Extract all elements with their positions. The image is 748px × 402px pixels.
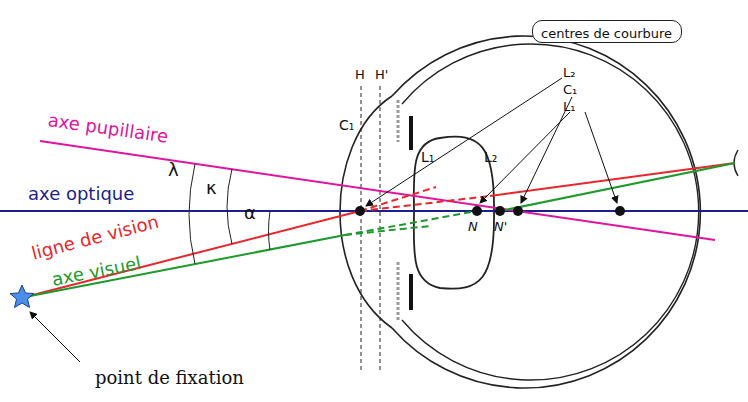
point-label: N xyxy=(468,220,478,234)
callout-box: centres de courbure xyxy=(532,20,682,43)
axis-label: axe pupillaire xyxy=(47,110,170,146)
axis-label: axe optique xyxy=(28,184,134,204)
plane-label: H xyxy=(355,68,365,82)
surface-label: C₁ xyxy=(339,118,354,133)
plane-label: H' xyxy=(375,68,388,82)
callout-label: C₁ xyxy=(563,83,577,97)
surface-label: L₁ xyxy=(421,150,434,165)
angle-label: α xyxy=(244,203,256,223)
callout-title: centres de courbure xyxy=(541,26,672,41)
point-label: N' xyxy=(494,220,507,234)
angle-label: λ xyxy=(168,160,179,180)
axis-label: ligne de vision xyxy=(30,212,161,264)
callout-label: L₂ xyxy=(563,66,575,80)
caption-label: point de fixation xyxy=(95,368,244,388)
callout-label: L₁ xyxy=(563,100,575,114)
surface-label: L₂ xyxy=(484,150,497,165)
angle-label: κ xyxy=(206,178,217,198)
